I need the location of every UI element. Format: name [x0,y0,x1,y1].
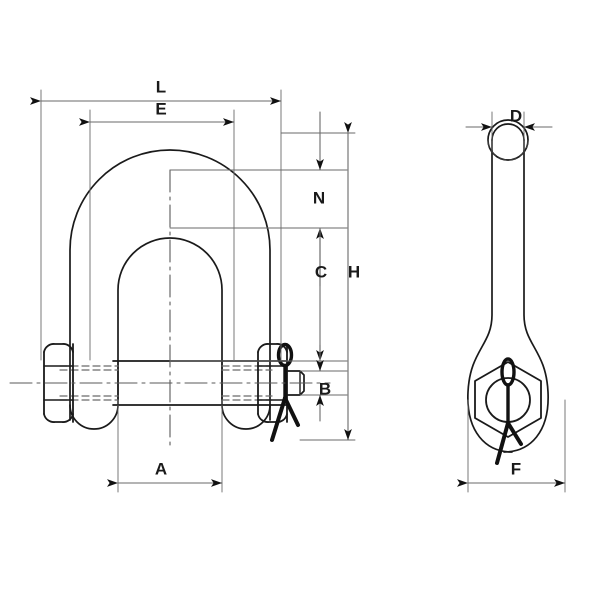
front-view-thread-hidden-lines [59,365,273,401]
dimension-label-C: C [315,262,327,281]
dimension-label-E: E [155,99,166,118]
dimension-D [465,111,553,151]
dimension-label-L: L [156,77,166,96]
dimension-label-N: N [313,188,325,207]
dimension-label-F: F [511,459,521,478]
side-view-body [467,119,549,453]
dimension-H [280,122,356,441]
dimension-label-B: B [319,379,331,398]
dimension-F [457,399,566,493]
dimension-label-H: H [348,262,360,281]
dimension-E [79,109,235,361]
dimension-label-A: A [155,459,167,478]
front-view-center-lines [9,169,331,451]
dimension-labels: L E N C H B A D F [155,77,522,478]
front-view-cotter-pin [270,342,300,442]
front-view-bow [69,149,271,421]
dimension-C [169,227,348,362]
dimension-A [107,404,223,493]
dimension-L [30,89,282,361]
dimension-B [299,344,348,422]
dimension-label-D: D [510,106,522,125]
side-view-cotter-pin [495,357,523,465]
